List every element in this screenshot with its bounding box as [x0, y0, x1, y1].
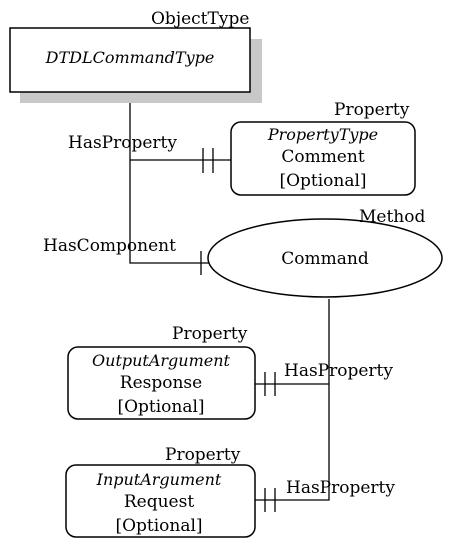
command-type-label: Method [359, 207, 425, 227]
request-property-box [65, 464, 256, 538]
response-modelling-rule: [Optional] [117, 397, 204, 417]
request-name: Request [124, 492, 194, 512]
request-reference-label: HasProperty [286, 478, 395, 498]
comment-modelling-rule: [Optional] [279, 171, 366, 191]
comment-property-node: Property PropertyType Comment [Optional]… [68, 100, 416, 196]
command-method-ellipse [207, 218, 443, 298]
request-modelling-rule: [Optional] [115, 516, 202, 536]
response-property-box [67, 346, 256, 420]
command-reference-label: HasComponent [43, 236, 176, 256]
request-marker [264, 488, 276, 512]
command-method-node: Method Command HasComponent [43, 207, 443, 298]
response-name: Response [120, 373, 202, 393]
comment-marker [202, 148, 214, 173]
object-type-label: ObjectType [151, 9, 249, 29]
request-property-node: Property InputArgument Request [Optional… [65, 445, 395, 538]
object-trunk-line [129, 94, 210, 264]
request-datatype: InputArgument [96, 470, 222, 489]
comment-type-label: Property [334, 100, 410, 120]
response-marker [264, 372, 276, 396]
object-type-name: DTDLCommandType [45, 48, 215, 67]
response-type-label: Property [172, 324, 248, 344]
command-name: Command [281, 249, 369, 269]
request-type-label: Property [165, 445, 241, 465]
connectors [129, 94, 330, 512]
response-datatype: OutputArgument [92, 351, 231, 370]
comment-reference-label: HasProperty [68, 133, 177, 153]
comment-property-box [230, 121, 416, 196]
command-trunk-line [255, 299, 330, 501]
object-type-box [9, 27, 251, 93]
object-type-node: ObjectType DTDLCommandType [9, 9, 262, 103]
response-reference-label: HasProperty [284, 361, 393, 381]
response-property-node: Property OutputArgument Response [Option… [67, 324, 393, 420]
comment-name: Comment [281, 147, 364, 167]
comment-datatype: PropertyType [267, 125, 378, 144]
